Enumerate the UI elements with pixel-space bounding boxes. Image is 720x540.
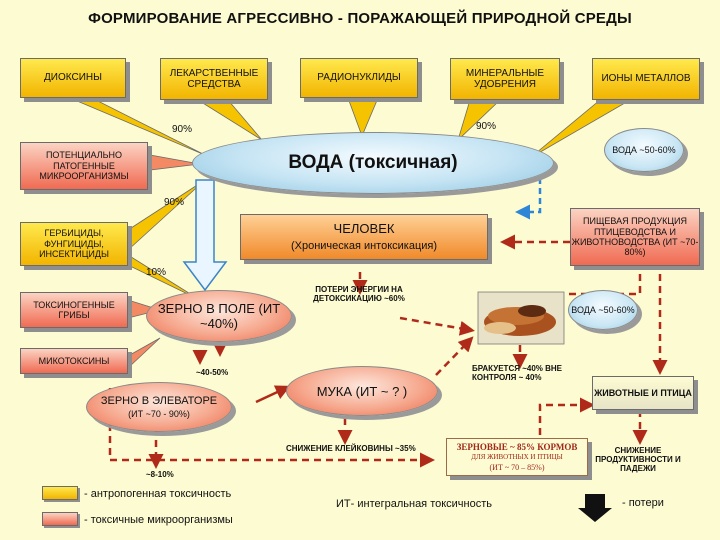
human-subtitle: (Хроническая интоксикация)	[290, 239, 438, 252]
diagram-title: ФОРМИРОВАНИЕ АГРЕССИВНО - ПОРАЖАЮЩЕЙ ПРИ…	[88, 10, 632, 27]
human-box: ЧЕЛОВЕК (Хроническая интоксикация)	[240, 214, 488, 260]
dioxins-callout	[69, 97, 206, 156]
radionuclides-box: РАДИОНУКЛИДЫ	[300, 58, 418, 98]
fungi-callout	[127, 299, 162, 319]
productivity-label: СНИЖЕНИЕ ПРОДУКТИВНОСТИ И ПАДЕЖИ	[595, 446, 681, 474]
grain-elevator-it: (ИТ ~70 - 90%)	[128, 409, 190, 419]
legend-integral-label: ИТ- интегральная токсичность	[336, 498, 493, 510]
legend-loss-arrow	[578, 494, 612, 522]
grain-field-ellipse: ЗЕРНО В ПОЛЕ (ИТ ~40%)	[146, 290, 292, 342]
feed-box: ЗЕРНОВЫЕ ~ 85% КОРМОВ ДЛЯ ЖИВОТНЫХ И ПТИ…	[446, 438, 588, 476]
microorganisms-callout	[149, 154, 201, 171]
legend-losses-label: - потери	[622, 497, 664, 509]
metal-ions-box: ИОНЫ МЕТАЛЛОВ	[592, 58, 700, 100]
feed-line3: (ИТ ~ 70 – 85%)	[489, 462, 545, 472]
water-bread-ellipse: ВОДА ~50-60%	[568, 290, 638, 330]
food-products-box: ПИЩЕВАЯ ПРОДУКЦИЯ ПТИЦЕВОДСТВА И ЖИВОТНО…	[570, 208, 700, 266]
water-to-field-arrow	[182, 179, 228, 292]
water-pct-top-left: 90%	[172, 124, 193, 135]
herbicides-pct: 10%	[146, 267, 167, 278]
radionuclides-callout	[347, 97, 379, 138]
water-label: ВОДА (токсичная)	[288, 152, 458, 173]
human-title: ЧЕЛОВЕК	[333, 220, 395, 236]
gluten-loss-label: СНИЖЕНИЕ КЛЕЙКОВИНЫ ~35%	[286, 444, 416, 453]
metal-ions-callout	[529, 99, 632, 159]
energy-loss-label: ПОТЕРИ ЭНЕРГИИ НА ДЕТОКСИКАЦИЮ ~60%	[313, 285, 405, 304]
mycotoxins-box: МИКОТОКСИНЫ	[20, 348, 128, 374]
grain-elevator-label: ЗЕРНО В ЭЛЕВАТОРЕ	[100, 395, 218, 407]
feed-line1: ЗЕРНОВЫЕ ~ 85% КОРМОВ	[456, 442, 578, 453]
water-ellipse: ВОДА (токсичная)	[192, 132, 554, 194]
fungi-box: ТОКСИНОГЕННЫЕ ГРИБЫ	[20, 292, 128, 328]
flour-ellipse: МУКА (ИТ ~ ? )	[286, 366, 438, 416]
herbicides-box: ГЕРБИЦИДЫ, ФУНГИЦИДЫ, ИНСЕКТИЦИДЫ	[20, 222, 128, 266]
herbicides-callout	[127, 179, 206, 251]
medicines-callout	[196, 99, 263, 141]
bread-picture	[477, 291, 565, 345]
dioxins-box: ДИОКСИНЫ	[20, 58, 126, 98]
medicines-box: ЛЕКАРСТВЕННЫЕ СРЕДСТВА	[160, 58, 268, 100]
fertilizers-box: МИНЕРАЛЬНЫЕ УДОБРЕНИЯ	[450, 58, 560, 100]
herbicides-to-field-callout	[127, 254, 201, 301]
fertilizers-callout	[457, 99, 501, 142]
water-pct-bottom-left: 90%	[164, 197, 185, 208]
legend-anthropogenic-swatch	[42, 486, 78, 500]
rejected-label: БРАКУЕТСЯ ~40% ВНЕ КОНТРОЛЯ ~ 40%	[472, 364, 562, 383]
legend-microbial-label: - токсичные микроорганизмы	[84, 514, 233, 526]
water-pct-top-right: 90%	[476, 121, 497, 132]
mycotoxins-callout	[127, 337, 161, 369]
loss-arrows	[108, 234, 668, 469]
legend-microbial-swatch	[42, 512, 78, 526]
pct-40-50-label: ~40-50%	[196, 368, 229, 377]
microorganisms-box: ПОТЕНЦИАЛЬНО ПАТОГЕННЫЕ МИКРООРГАНИЗМЫ	[20, 142, 148, 190]
legend-anthropogenic-label: - антропогенная токсичность	[84, 488, 232, 500]
animals-box: ЖИВОТНЫЕ И ПТИЦА	[592, 376, 694, 410]
feed-line2: ДЛЯ ЖИВОТНЫХ И ПТИЦЫ	[471, 452, 563, 461]
pct-8-10-label: ~8-10%	[146, 470, 174, 479]
water-to-food-arrow	[515, 168, 542, 220]
water-food-ellipse: ВОДА ~50-60%	[604, 128, 684, 172]
grain-elevator-ellipse: ЗЕРНО В ЭЛЕВАТОРЕ (ИТ ~70 - 90%)	[86, 382, 232, 432]
